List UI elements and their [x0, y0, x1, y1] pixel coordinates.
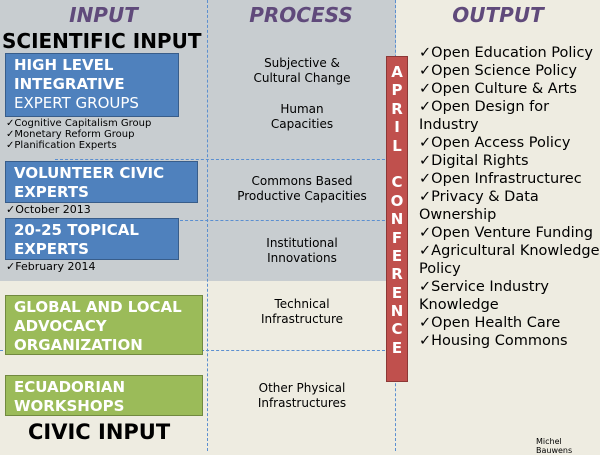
output-item: ✓Open Science Policy [419, 63, 578, 79]
conference-letter: E [391, 283, 403, 302]
group-item: ✓Cognitive Capitalism Group [6, 118, 152, 129]
conference-letter: P [391, 81, 403, 100]
advocacy-box: GLOBAL AND LOCAL ADVOCACY ORGANIZATION [5, 295, 203, 355]
high-level-box: HIGH LEVEL INTEGRATIVE EXPERT GROUPS [5, 53, 179, 117]
ecuadorian-box: ECUADORIAN WORKSHOPS [5, 375, 203, 416]
topical-box: 20-25 TOPICAL EXPERTS [5, 218, 179, 260]
output-item: ✓Open Culture & Arts [419, 81, 577, 97]
conference-letter: A [391, 63, 403, 81]
conference-letter: E [391, 338, 403, 357]
process-institutional: Institutional Innovations [266, 236, 338, 265]
author-credit: Michel Bauwens [536, 437, 573, 455]
topical-date: ✓February 2014 [6, 260, 96, 273]
box-line: VOLUNTEER CIVIC [14, 164, 165, 182]
output-list: ✓Open Education Policy ✓Open Science Poli… [419, 44, 600, 350]
box-line: 20-25 TOPICAL [14, 221, 139, 239]
output-item: ✓Service Industry Knowledge [419, 279, 549, 313]
conference-letter: N [390, 302, 404, 321]
conference-letter: R [391, 99, 403, 118]
process-commons: Commons Based Productive Capacities [237, 174, 367, 203]
civic-input-title: CIVIC INPUT [28, 420, 171, 444]
row-divider [55, 159, 395, 160]
output-item: ✓Open Health Care [419, 315, 561, 331]
box-line: ORGANIZATION [14, 336, 143, 354]
conference-letter: E [391, 246, 403, 265]
output-item: ✓Open Venture Funding [419, 225, 593, 241]
process-technical: Technical Infrastructure [260, 297, 344, 326]
conference-letter: C [391, 173, 403, 192]
output-item: ✓Open Access Policy [419, 135, 571, 151]
input-header: INPUT [69, 3, 138, 27]
group-item: ✓Planification Experts [6, 140, 117, 151]
output-item: ✓Open Design for Industry [419, 99, 550, 133]
conference-letter: C [391, 320, 403, 339]
box-line: EXPERTS [14, 183, 89, 201]
group-item: ✓Monetary Reform Group [6, 129, 135, 140]
box-line: HIGH LEVEL [14, 56, 114, 74]
conference-letter: O [390, 191, 404, 210]
box-line: GLOBAL AND LOCAL [14, 298, 182, 316]
process-human: Human Capacities [270, 102, 334, 131]
conference-letter: I [394, 118, 400, 137]
conference-letter: R [391, 265, 403, 284]
conference-letter: L [392, 136, 402, 155]
box-line: EXPERTS [14, 240, 89, 258]
output-item: ✓Open Education Policy [419, 45, 593, 61]
volunteer-date: ✓October 2013 [6, 203, 91, 216]
output-item: ✓Housing Commons [419, 333, 568, 349]
output-item: ✓Open Infrastructurec [419, 171, 582, 187]
high-level-groups: ✓Cognitive Capitalism Group ✓Monetary Re… [6, 118, 151, 151]
row-divider [180, 220, 395, 221]
box-line: INTEGRATIVE [14, 75, 125, 93]
volunteer-box: VOLUNTEER CIVIC EXPERTS [5, 161, 198, 203]
output-item: ✓Agricultural Knowledge Policy [419, 243, 600, 277]
conference-letter: F [391, 228, 403, 247]
output-item: ✓Digital Rights [419, 153, 529, 169]
output-item: ✓Privacy & Data Ownership [419, 189, 539, 223]
conference-letter: N [390, 210, 404, 229]
box-line: ADVOCACY [14, 317, 107, 335]
process-header: PROCESS [249, 3, 353, 27]
scientific-input-title: SCIENTIFIC INPUT [2, 29, 202, 53]
box-line: EXPERT GROUPS [14, 94, 139, 112]
process-other: Other Physical Infrastructures [257, 381, 347, 410]
output-header: OUTPUT [452, 3, 544, 27]
process-subjective: Subjective & Cultural Change [253, 56, 351, 85]
conference-letter [387, 155, 407, 173]
box-line: ECUADORIAN [14, 378, 126, 396]
column-divider [207, 0, 208, 451]
box-line: WORKSHOPS [14, 397, 125, 415]
